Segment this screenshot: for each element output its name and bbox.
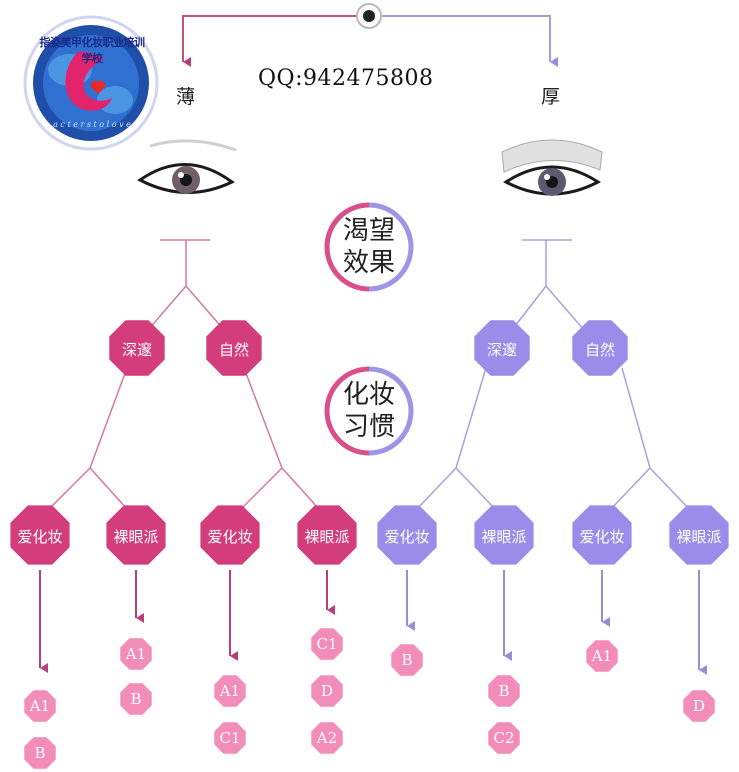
level3-shapes — [10, 505, 729, 565]
level2-shapes — [109, 320, 628, 376]
result-3-1: A1 — [219, 682, 241, 700]
result-arrows — [39, 570, 707, 675]
result-1-1: A1 — [29, 697, 51, 715]
result-4-1: C1 — [316, 635, 338, 653]
result-octagon-7 — [311, 628, 343, 660]
thin-label: 薄 — [176, 86, 196, 108]
level3-node-7: 爱化妆 — [579, 528, 625, 546]
result-shapes — [24, 628, 715, 769]
top-connector — [182, 3, 558, 67]
result-8-1: D — [692, 697, 706, 715]
result-6-1: B — [498, 682, 510, 700]
center-ring-habit — [324, 366, 414, 456]
result-2-1: A1 — [125, 645, 147, 663]
level3-node-3: 爱化妆 — [207, 528, 253, 546]
level2-octagon-3 — [474, 320, 530, 376]
result-4-3: A2 — [316, 729, 338, 747]
thick-label: 厚 — [541, 86, 561, 108]
result-octagon-1 — [24, 690, 56, 722]
result-octagon-5 — [214, 675, 246, 707]
makeup-habit-label: 化妆 习惯 — [329, 379, 409, 443]
result-octagon-12 — [488, 722, 520, 754]
level2-node-left-deep: 深邃 — [121, 341, 152, 359]
tree-lines-right — [415, 239, 691, 511]
level3-octagon-4 — [297, 505, 357, 565]
result-octagon-4 — [120, 683, 152, 715]
result-octagon-13 — [586, 640, 618, 672]
result-octagon-2 — [24, 737, 56, 769]
qq-contact: QQ:942475808 — [258, 66, 434, 91]
result-2-2: B — [130, 690, 142, 708]
level2-node-right-deep: 深邃 — [486, 341, 517, 359]
result-5-1: B — [401, 651, 413, 669]
eye-thick-icon — [501, 139, 603, 196]
level3-octagon-3 — [200, 505, 260, 565]
school-logo — [23, 15, 159, 151]
result-octagon-10 — [391, 644, 423, 676]
result-octagon-11 — [488, 675, 520, 707]
level2-octagon-1 — [109, 320, 165, 376]
habit-line2: 习惯 — [342, 412, 395, 442]
habit-line1: 化妆 — [342, 380, 395, 410]
result-octagon-8 — [311, 675, 343, 707]
result-1-2: B — [34, 744, 46, 762]
result-7-1: A1 — [591, 647, 613, 665]
level3-octagon-7 — [572, 505, 632, 565]
level3-octagon-5 — [377, 505, 437, 565]
level2-node-right-natural: 自然 — [584, 341, 615, 359]
logo-motto: a c t e r s t o l o v e — [53, 120, 131, 129]
level3-node-1: 爱化妆 — [17, 528, 63, 546]
desire-effect-label: 渴望 效果 — [329, 215, 409, 279]
level3-node-4: 裸眼派 — [304, 528, 350, 546]
result-octagon-3 — [120, 638, 152, 670]
desire-line1: 渴望 — [342, 216, 395, 246]
result-octagon-6 — [214, 722, 246, 754]
level3-node-2: 裸眼派 — [113, 528, 159, 546]
level3-octagon-2 — [106, 505, 166, 565]
tree-lines-left — [47, 239, 321, 511]
result-octagon-14 — [683, 690, 715, 722]
desire-line2: 效果 — [342, 248, 395, 278]
level2-node-left-natural: 自然 — [218, 341, 249, 359]
level2-octagon-4 — [572, 320, 628, 376]
eye-thin-icon — [137, 139, 237, 194]
center-ring-desire — [324, 202, 414, 292]
result-octagon-9 — [311, 722, 343, 754]
result-3-2: C1 — [219, 729, 241, 747]
level3-node-6: 裸眼派 — [481, 528, 527, 546]
level3-octagon-6 — [474, 505, 534, 565]
level3-octagon-1 — [10, 505, 70, 565]
level3-octagon-8 — [669, 505, 729, 565]
logo-title: 指姿美甲化妆职业培训学校 — [39, 36, 146, 65]
level3-node-8: 裸眼派 — [676, 528, 722, 546]
level2-octagon-2 — [206, 320, 262, 376]
level3-node-5: 爱化妆 — [384, 528, 430, 546]
result-4-2: D — [320, 682, 334, 700]
result-6-2: C2 — [493, 729, 515, 747]
